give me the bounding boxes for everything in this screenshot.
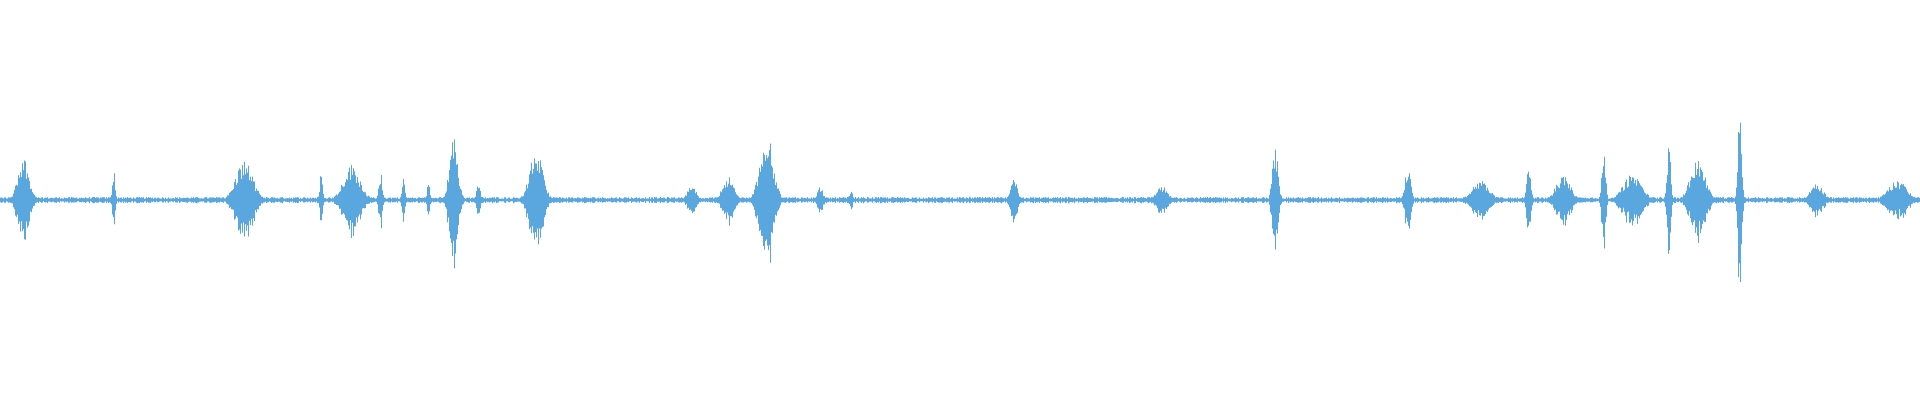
waveform-trace [0,122,1920,282]
